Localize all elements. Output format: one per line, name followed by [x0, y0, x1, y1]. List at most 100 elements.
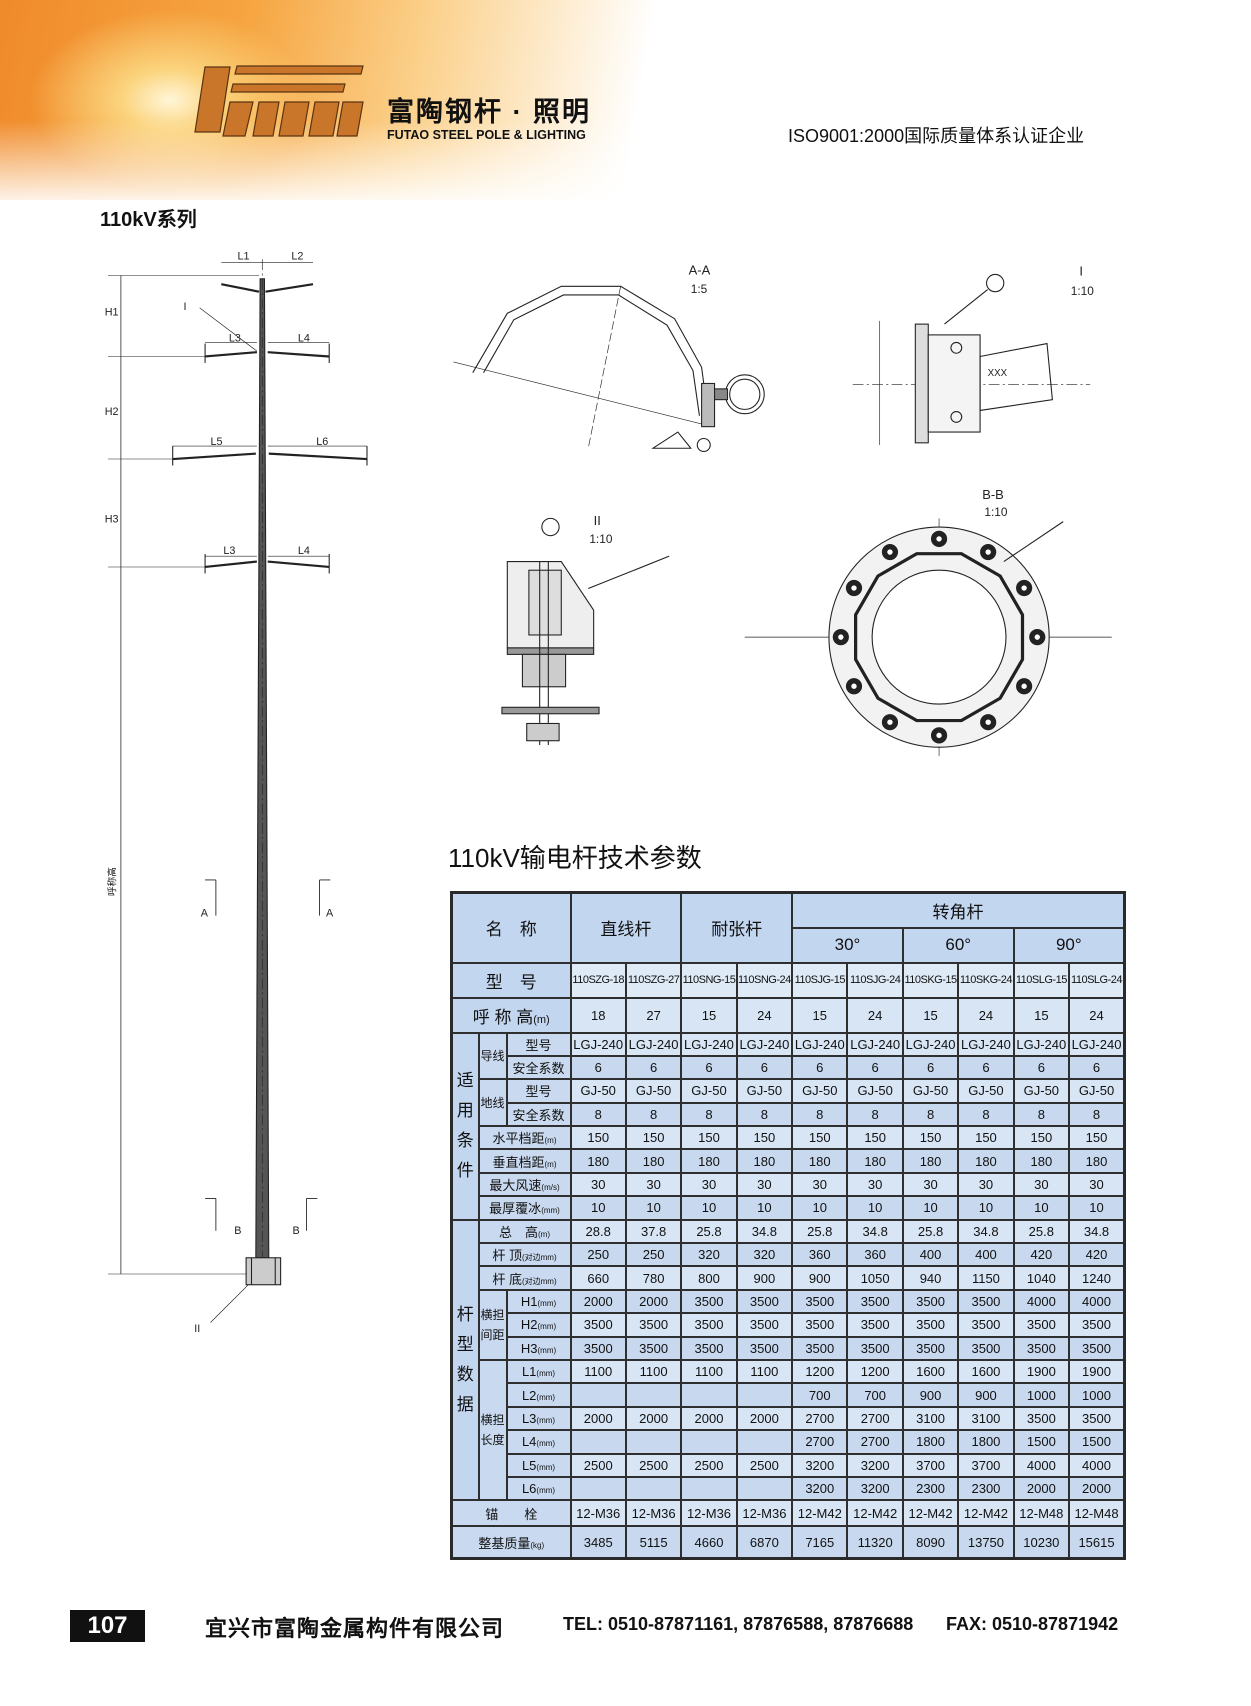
table-cell: 30: [735, 1171, 794, 1198]
table-cell: 30: [1012, 1171, 1071, 1198]
table-cell: 150: [735, 1125, 794, 1151]
table-cell: [680, 1475, 738, 1502]
table-cell: 30: [791, 1171, 849, 1198]
table-cell: 180: [1012, 1148, 1071, 1174]
table-cell: 34.8: [957, 1218, 1015, 1245]
table-cell: 5115: [624, 1525, 683, 1560]
table-cell: 3500: [901, 1335, 960, 1361]
table-cell: 3500: [735, 1312, 794, 1338]
table-cell: 780: [624, 1265, 683, 1291]
row-label-text: 安全系数: [512, 1107, 565, 1123]
table-cell: 8: [624, 1101, 683, 1128]
telephone: TEL: 0510-87871161, 87876588, 87876688: [563, 1614, 914, 1634]
table-cell: LGJ-240: [791, 1031, 849, 1057]
label-L6: L6: [316, 436, 328, 448]
table-cell: 2700: [846, 1429, 904, 1455]
table-cell: 1800: [901, 1429, 960, 1455]
table-cell: 110SNG-24: [735, 961, 794, 999]
table-cell: 1900: [1068, 1358, 1126, 1385]
label-L1: L1: [237, 250, 249, 262]
table-cell: 4000: [1068, 1288, 1126, 1315]
brand-name-en: FUTAO STEEL POLE & LIGHTING: [387, 128, 586, 142]
row-label-text: L3: [521, 1410, 537, 1426]
table-cell: 1200: [791, 1358, 849, 1385]
table-cell: 3500: [680, 1335, 738, 1361]
table-cell: 8: [1068, 1101, 1126, 1128]
table-cell: 12-M48: [1012, 1499, 1071, 1528]
nominal-unit: (m): [533, 1013, 550, 1026]
table-cell: 3500: [569, 1335, 627, 1361]
detail-aa-drawing: A-A 1:5: [453, 262, 765, 453]
table-cell: 1240: [1068, 1265, 1126, 1291]
label-L2: L2: [291, 250, 303, 262]
table-cell: [735, 1382, 794, 1408]
crossarm-top: [221, 283, 314, 293]
table-cell: 10: [624, 1195, 683, 1221]
row-label: L4(mm): [505, 1429, 572, 1455]
table-cell: 4000: [1012, 1452, 1071, 1478]
table-cell: 320: [680, 1241, 738, 1268]
table-cell: 2000: [680, 1405, 738, 1432]
table-cell: 800: [680, 1265, 738, 1291]
table-cell: 15615: [1068, 1525, 1126, 1560]
table-cell: [624, 1382, 683, 1408]
table-cell: [735, 1429, 794, 1455]
model-label: 型 号: [450, 961, 572, 999]
table-cell: 3200: [791, 1452, 849, 1478]
label-H2: H2: [105, 406, 119, 418]
ii-scale: 1:10: [589, 532, 612, 546]
table-cell: 6: [735, 1054, 794, 1081]
table-cell: 700: [791, 1382, 849, 1408]
table-cell: GJ-50: [1068, 1078, 1126, 1104]
table-cell: LGJ-240: [680, 1031, 738, 1057]
aa-title: A-A: [689, 262, 711, 277]
table-cell: [624, 1429, 683, 1455]
header-name: 名 称: [450, 891, 572, 964]
table-cell: 6: [791, 1054, 849, 1081]
table-cell: 8: [957, 1101, 1015, 1128]
row-label-text: 最厚覆冰: [489, 1201, 542, 1217]
table-cell: 3200: [846, 1452, 904, 1478]
table-cell: 320: [735, 1241, 794, 1268]
table-cell: 6: [957, 1054, 1015, 1081]
crossarm-3: [172, 452, 368, 461]
table-cell: LGJ-240: [569, 1031, 627, 1057]
row-label: 杆 底(对边mm): [477, 1265, 572, 1291]
table-cell: LGJ-240: [624, 1031, 683, 1057]
bolt-hole: [1020, 682, 1028, 691]
bolt-hole: [935, 535, 943, 543]
label-section-A-left: A: [201, 908, 209, 920]
table-cell: 110SZG-27: [624, 961, 683, 999]
table-cell: 2500: [624, 1452, 683, 1478]
table-cell: 6870: [735, 1525, 794, 1560]
header-straight-pole: 直线杆: [569, 891, 683, 964]
table-cell: 10: [957, 1195, 1015, 1221]
table-cell: 8090: [901, 1525, 960, 1560]
table-cell: GJ-50: [624, 1078, 683, 1104]
table-cell: LGJ-240: [901, 1031, 960, 1057]
table-cell: 1200: [846, 1358, 904, 1385]
header-angle-pole: 转角杆: [791, 891, 1126, 929]
table-cell: 4000: [1012, 1288, 1071, 1315]
table-cell: 30: [957, 1171, 1015, 1198]
table-cell: 6: [569, 1054, 627, 1081]
label-L3-lower: L3: [223, 545, 235, 557]
table-cell: 3500: [624, 1335, 683, 1361]
table-cell: 3500: [1012, 1312, 1071, 1338]
table-cell: 12-M42: [846, 1499, 904, 1528]
pole-labels: L1 L2 L3 L4 L5 L6 L3 L4 H1 H2 H3 呼称高 I I…: [105, 250, 334, 1335]
label-L4-lower: L4: [298, 545, 310, 557]
table-cell: 8: [1012, 1101, 1071, 1128]
table-cell: 1800: [957, 1429, 1015, 1455]
detail-ii-drawing: II 1:10: [501, 513, 670, 746]
table-cell: LGJ-240: [846, 1031, 904, 1057]
row-unit: (m): [544, 1159, 557, 1169]
row-label: 型号: [505, 1078, 572, 1104]
table-cell: GJ-50: [680, 1078, 738, 1104]
table-cell: 1600: [901, 1358, 960, 1385]
table-cell: 1500: [1012, 1429, 1071, 1455]
row-label: H3(mm): [505, 1335, 572, 1361]
table-cell: 30: [901, 1171, 960, 1198]
